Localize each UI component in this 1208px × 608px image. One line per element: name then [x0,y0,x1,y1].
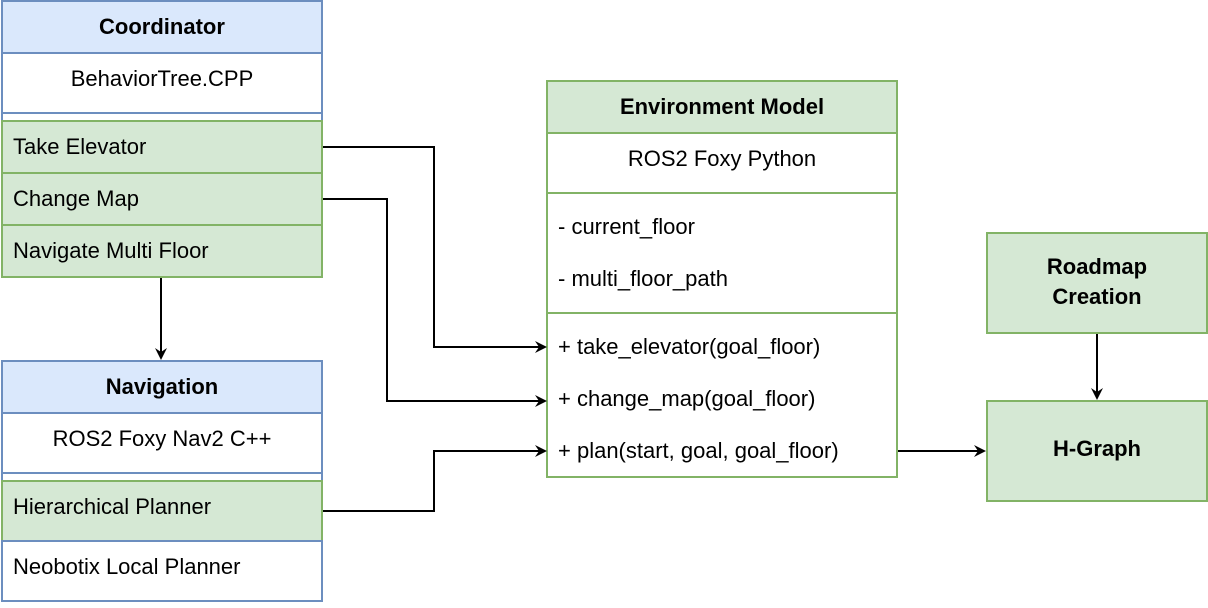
environment-model-method: + take_elevator(goal_floor) [558,334,821,359]
edge-hierarchical-planner [323,445,547,512]
hgraph-node [986,400,1208,502]
navigation-item-label: Hierarchical Planner [13,494,212,519]
navigation-item-label: Neobotix Local Planner [13,554,241,579]
environment-model-attribute: - multi_floor_path [558,266,728,291]
navigation-item-neobotix-local-planner [1,540,323,602]
roadmap-creation-title-line2: Creation [1052,284,1142,309]
coordinator-item-label: Navigate Multi Floor [13,238,209,263]
edge-take-elevator [323,146,547,353]
coordinator-item-change-map [1,172,323,226]
navigation-title: Navigation [105,374,219,399]
coordinator-title: Coordinator [99,14,225,39]
edge-change-map [323,198,547,407]
hgraph-title: H-Graph [1053,436,1141,461]
environment-model-title: Environment Model [619,94,825,119]
environment-model-divider-2 [546,312,898,314]
roadmap-creation-node [986,232,1208,334]
environment-model-divider-1 [546,192,898,194]
environment-model-method: + plan(start, goal, goal_floor) [558,438,839,463]
coordinator-item-label: Take Elevator [13,134,147,159]
navigation-subtitle: ROS2 Foxy Nav2 C++ [52,426,272,451]
environment-model-subtitle: ROS2 Foxy Python [627,146,817,171]
coordinator-item-navigate-multi-floor [1,224,323,278]
coordinator-item-label: Change Map [13,186,139,211]
coordinator-subtitle: BehaviorTree.CPP [70,66,254,91]
roadmap-creation-title-line1: Roadmap [1046,254,1148,279]
environment-model-method: + change_map(goal_floor) [558,386,816,411]
environment-model-body [546,132,898,478]
environment-model-attribute: - current_floor [558,214,695,239]
